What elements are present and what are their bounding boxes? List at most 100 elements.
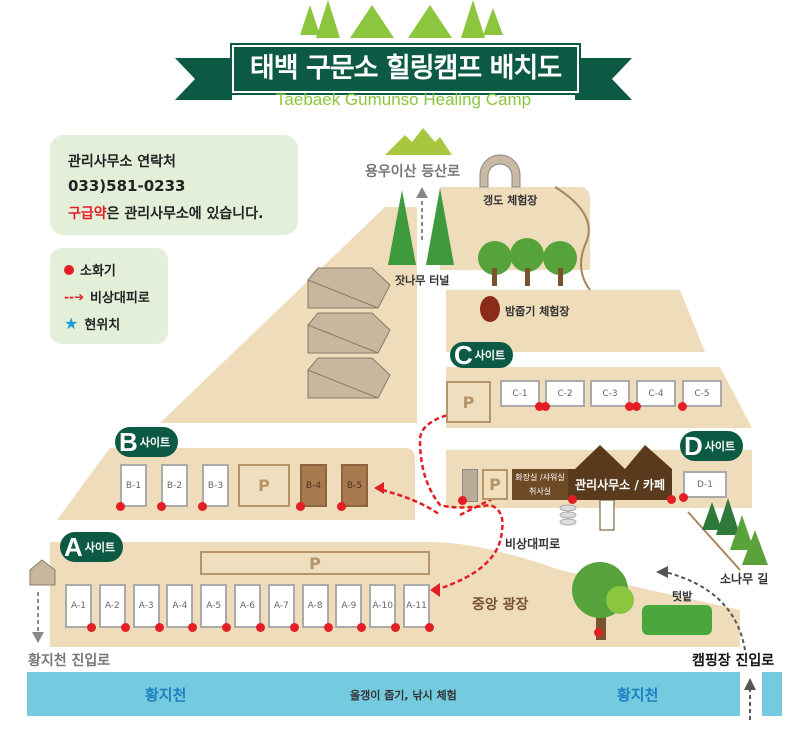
stairs-icon [599,499,615,531]
badge-label: 사이트 [474,349,506,362]
campsite-c-4[interactable]: C-4 [636,380,676,407]
campsite-b-1[interactable]: B-1 [120,464,147,507]
fire-extinguisher-dot-icon [188,623,198,632]
firstaid-highlight: 구급약 [68,206,107,222]
office-building: 화장실 /샤워실 취사실 관리사무소 / 카페 [512,469,672,500]
parking-a: P [200,551,430,575]
contact-phone: 033)581-0233 [68,177,186,195]
storage-shed [462,469,478,502]
ribbon-left-tail [175,58,232,100]
fire-extinguisher-dot-icon [87,623,96,632]
campsite-c-1[interactable]: C-1 [500,380,540,407]
river-name-right: 황지천 [617,686,659,704]
campsite-a-6[interactable]: A-6 [234,584,261,628]
fire-extinguisher-dot-icon [625,402,634,411]
central-plaza-label: 중앙 광장 [472,597,529,613]
fire-extinguisher-dot-icon [541,402,550,411]
campsite-a-11[interactable]: A-11 [403,584,430,628]
pine-trees-icon [388,188,454,265]
chestnut-icon [480,296,500,322]
legend-item-extinguisher: 소화기 [64,260,116,279]
badge-label: 사이트 [704,440,736,453]
chestnut-experience-label: 밤줍기 체험장 [505,305,570,318]
fire-extinguisher-dot-icon [289,623,299,632]
fire-extinguisher-dot-icon [425,623,434,632]
camping-entrance-arrow-icon [744,678,756,690]
contact-heading: 관리사무소 연락처 [68,154,176,170]
fire-extinguisher-dot-icon [154,623,164,632]
forest-icon [478,238,577,286]
tents-trees-icon [300,0,503,38]
badge-letter: A [64,531,83,562]
fire-extinguisher-dot-icon [594,628,603,637]
badge-label: 사이트 [139,436,171,449]
campsite-b-3[interactable]: B-3 [202,464,229,507]
fire-extinguisher-dot-icon [568,495,577,504]
campsite-c-3[interactable]: C-3 [590,380,630,407]
campsite-a-5[interactable]: A-5 [200,584,228,628]
badge-letter: D [684,430,703,461]
tunnel-experience-label: 갱도 체험장 [483,194,538,207]
hut-icon [29,559,56,586]
office-roof [575,445,672,469]
pine-tunnel-label: 잣나무 터널 [395,274,450,287]
fire-extinguisher-dot-icon [256,623,265,632]
campsite-b-5[interactable]: B-5 [341,464,368,507]
firstaid-note: 구급약은 관리사무소에 있습니다. [68,203,263,223]
campsite-c-5[interactable]: C-5 [682,380,722,407]
fire-extinguisher-dot-icon [116,502,125,511]
campsite-b-2[interactable]: B-2 [161,464,188,507]
river-hwangjicheon [27,672,740,716]
current-location-star-icon: ★ [64,314,79,333]
fire-extinguisher-dot-icon [679,493,688,502]
river-segment [762,672,782,716]
campsite-a-10[interactable]: A-10 [369,584,397,628]
tunnel-arch-icon [479,154,521,188]
legend-label: 소화기 [80,264,116,279]
fire-extinguisher-dot-icon [632,402,641,411]
office-cafe-label: 관리사무소 / 카페 [574,478,666,492]
up-arrow-icon [416,187,428,198]
campsite-a-7[interactable]: A-7 [267,584,295,628]
fire-extinguisher-dot-icon [198,502,207,511]
page-title: 태백 구문소 힐링캠프 배치도 [230,43,581,95]
campsite-a-2[interactable]: A-2 [98,584,126,628]
campsite-a-1[interactable]: A-1 [65,584,92,628]
fire-extinguisher-dot-icon [391,623,401,632]
restroom-shower-kitchen: 화장실 /샤워실 취사실 [512,469,568,500]
fire-extinguisher-dot-icon [64,264,74,275]
pine-path-label: 소나무 길 [720,572,769,586]
campsite-c-2[interactable]: C-2 [545,380,585,407]
page-subtitle: Taebaek Gumunso Healing Camp [275,90,532,109]
garden-plants-icon [642,605,712,635]
ribbon-right-tail [575,58,632,100]
campsite-d-1[interactable]: D-1 [683,471,727,498]
vegetable-garden-label: 텃밭 [672,590,693,603]
campsite-a-4[interactable]: A-4 [166,584,194,628]
legend-item-evacuation: --➔비상대피로 [64,287,150,307]
restroom-label: 화장실 /샤워실 [515,473,565,482]
parking-b: P [238,464,290,507]
stepping-stones-icon [559,504,577,526]
fire-extinguisher-dot-icon [296,502,305,511]
badge-letter: C [454,339,473,370]
parking-c: P [446,381,491,423]
pine-path-trees-icon [702,498,768,565]
barn-buildings-icon [307,267,391,399]
kitchen-label: 취사실 [528,487,552,496]
hwangji-entrance-label: 황지천 진입로 [28,653,111,669]
badge-letter: B [119,426,138,457]
fire-extinguisher-dot-icon [337,502,346,511]
fire-extinguisher-dot-icon [120,623,130,632]
campsite-a-9[interactable]: A-9 [335,584,363,628]
campsite-a-8[interactable]: A-8 [301,584,329,628]
fire-extinguisher-dot-icon [667,495,676,504]
contact-box: 관리사무소 연락처 033)581-0233 구급약은 관리사무소에 있습니다. [50,135,298,235]
mountain-icon [385,128,452,155]
campsite-a-3[interactable]: A-3 [132,584,160,628]
campsite-b-4[interactable]: B-4 [300,464,327,507]
legend-label: 현위치 [84,318,121,333]
legend-label: 비상대피로 [90,291,150,306]
